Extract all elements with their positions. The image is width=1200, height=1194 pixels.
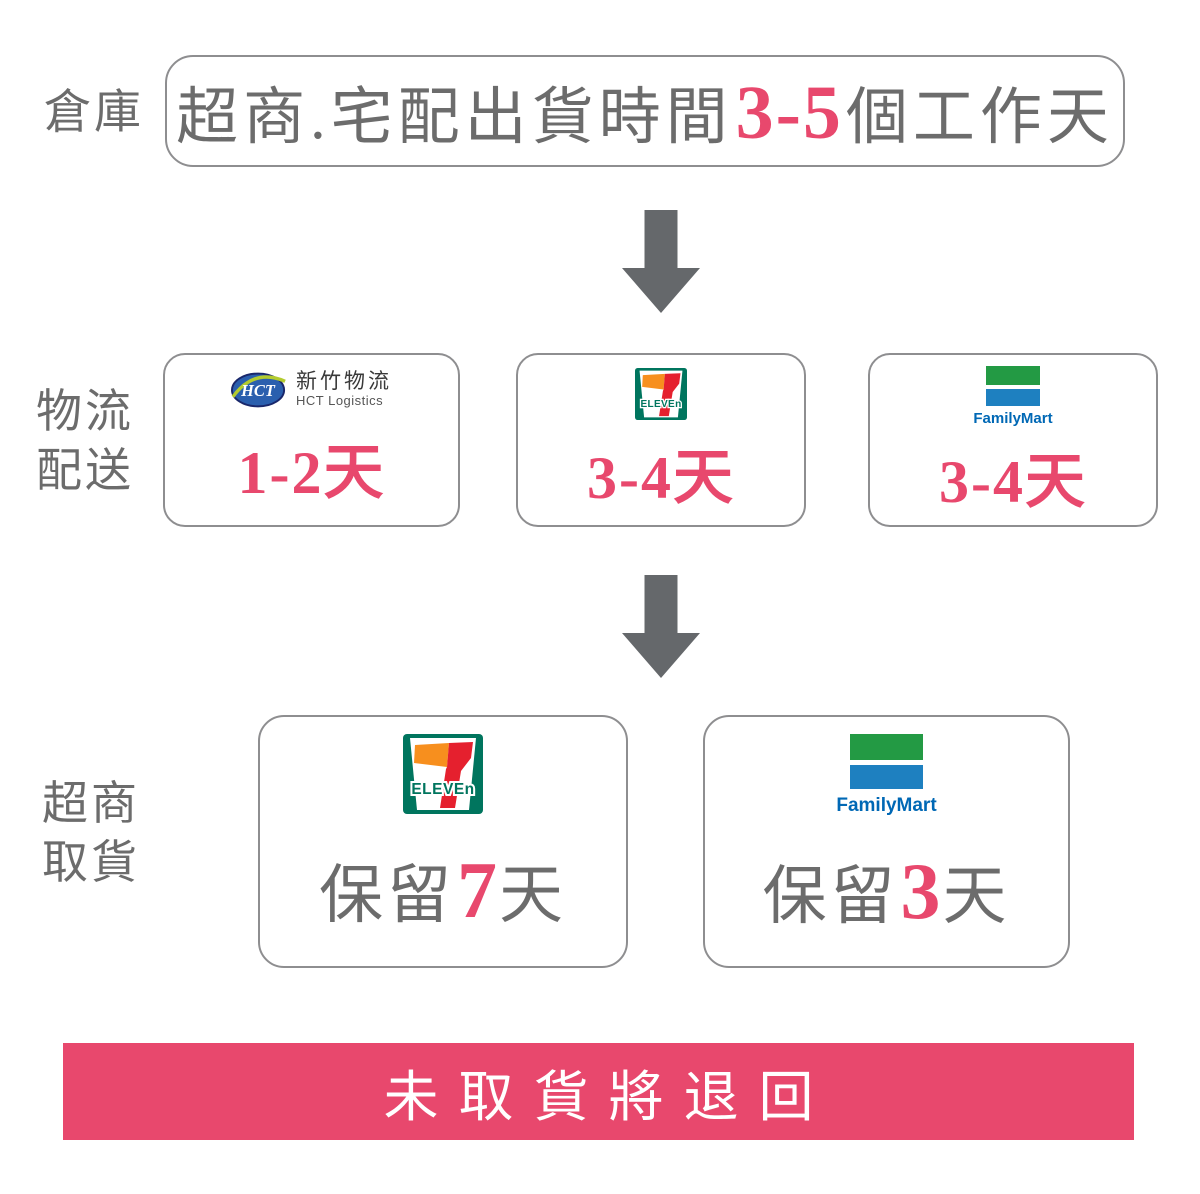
warehouse-shipping-box: 超商.宅配出貨時間3-5個工作天 [165, 55, 1125, 167]
familymart-green-bar [985, 366, 1040, 385]
familymart-blue-bar [985, 389, 1040, 406]
hct-duration-wrap: 1-2天 [165, 409, 458, 525]
seven-keep-suffix: 天 [499, 859, 567, 931]
hct-duration: 1-2天 [237, 439, 386, 506]
logistics-box-familymart: FamilyMart 3-4天 [868, 353, 1158, 527]
logistics-stage-label-line1: 物流 [36, 386, 134, 437]
familymart-wordmark: FamilyMart [836, 795, 937, 816]
warehouse-days-highlight: 3-5 [735, 70, 843, 155]
familymart-keep-days: 3 [900, 848, 941, 936]
familymart-duration-wrap: 3-4天 [870, 427, 1156, 525]
familymart-keep-text: 保留3天 [763, 845, 1011, 938]
warehouse-stage-label: 倉庫 [44, 87, 144, 139]
hct-logo: HCT 新竹物流 HCT Logistics [231, 369, 392, 409]
familymart-wordmark: FamilyMart [973, 410, 1053, 427]
logistics-stage-label-line2: 配送 [36, 445, 134, 496]
pickup-stage-label-line1: 超商 [42, 778, 140, 829]
seven-eleven-wordmark-outline: ELEVEn [640, 399, 681, 410]
familymart-keep-wrap: 保留3天 [705, 817, 1068, 966]
familymart-keep-prefix: 保留 [762, 861, 899, 932]
pickup-stage-label-line2: 取貨 [42, 837, 140, 888]
pickup-stage-label: 超商 取貨 [42, 774, 140, 892]
logistics-stage-label: 物流 配送 [36, 382, 134, 500]
logistics-box-seven-eleven: ELEVEn ELEVEn 3-4天 [516, 353, 806, 527]
warehouse-shipping-text: 超商.宅配出貨時間3-5個工作天 [176, 66, 1114, 157]
familymart-duration: 3-4天 [939, 448, 1087, 515]
warehouse-text-prefix: 超商.宅配出貨時間 [176, 83, 733, 152]
seven-eleven-logo: ELEVEn ELEVEn [403, 734, 483, 814]
hct-monogram: HCT [240, 381, 276, 400]
down-arrow-icon [622, 575, 700, 678]
seven-eleven-wordmark: ELEVEn [640, 399, 681, 410]
hct-name-zh: 新竹物流 [296, 369, 392, 393]
seven-keep-wrap: 保留7天 [260, 814, 626, 966]
familymart-blue-bar [850, 765, 923, 789]
familymart-logo: FamilyMart [836, 734, 937, 817]
pickup-box-seven-eleven: ELEVEn ELEVEn 保留7天 [258, 715, 628, 968]
familymart-green-bar [850, 734, 923, 760]
warehouse-text-suffix: 個工作天 [845, 83, 1114, 152]
return-notice-text: 未取貨將退回 [383, 1066, 834, 1128]
logistics-box-hct: HCT 新竹物流 HCT Logistics 1-2天 [163, 353, 460, 527]
familymart-logo: FamilyMart [973, 366, 1053, 427]
seven-eleven-duration: 3-4天 [587, 445, 735, 511]
seven-duration-wrap: 3-4天 [518, 420, 804, 525]
seven-eleven-wordmark-outline: ELEVEn [411, 781, 474, 798]
familymart-keep-suffix: 天 [942, 861, 1011, 932]
seven-keep-days: 7 [457, 846, 497, 935]
seven-keep-text: 保留7天 [319, 844, 567, 937]
return-notice-banner: 未取貨將退回 [63, 1043, 1134, 1140]
hct-name-en: HCT Logistics [296, 392, 384, 408]
hct-names: 新竹物流 HCT Logistics [296, 369, 392, 408]
down-arrow-icon [622, 210, 700, 313]
seven-eleven-wordmark: ELEVEn [411, 781, 474, 798]
seven-eleven-logo: ELEVEn ELEVEn [635, 368, 687, 420]
seven-keep-prefix: 保留 [319, 859, 455, 931]
pickup-box-familymart: FamilyMart 保留3天 [703, 715, 1070, 968]
hct-emblem-icon: HCT [231, 372, 286, 408]
